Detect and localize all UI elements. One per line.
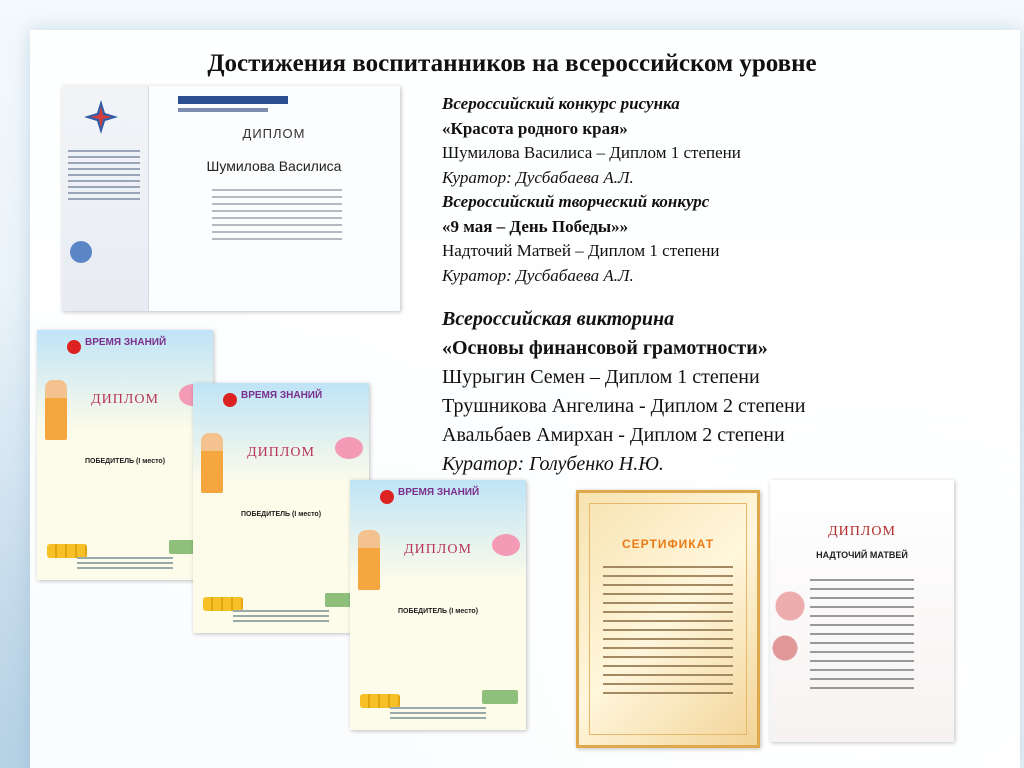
diploma-text-lines — [212, 184, 342, 245]
contest-2-curator: Куратор: Дусбабаева А.Л. — [442, 265, 634, 285]
quiz-name: «Основы финансовой грамотности» — [442, 337, 768, 359]
diploma-image-quiz-1: ВРЕМЯ ЗНАНИЙ ДИПЛОМ ПОБЕДИТЕЛЬ (I место) — [37, 330, 213, 580]
diploma-recipient: НАДТОЧИЙ МАТВЕЙ — [816, 550, 908, 560]
footer-text-lines — [390, 704, 486, 722]
apple-icon — [67, 340, 81, 354]
school-logo-subbar — [178, 108, 268, 112]
brand-logo-text: ВРЕМЯ ЗНАНИЙ — [241, 390, 323, 401]
coins-illustration — [47, 544, 87, 558]
contest-1-result: Шумилова Василиса – Диплом 1 степени — [442, 143, 741, 162]
apple-icon — [223, 393, 237, 407]
contest-2-name: «9 мая – День Победы»» — [442, 216, 629, 236]
footer-text-lines — [233, 607, 329, 625]
diploma-heading: ДИПЛОМ — [247, 445, 315, 460]
contest-2-result: Надточий Матвей – Диплом 1 степени — [442, 241, 720, 260]
diploma-text-lines — [810, 572, 914, 696]
quiz-result: Трушникова Ангелина - Диплом 2 степени — [442, 395, 806, 417]
certificate-text-lines — [603, 559, 733, 701]
quiz-type: Всероссийская викторина — [442, 308, 675, 330]
contest-2-type: Всероссийский творческий конкурс — [442, 192, 710, 211]
winner-label: ПОБЕДИТЕЛЬ (I место) — [84, 458, 166, 465]
slide-title: Достижения воспитанников на всероссийско… — [207, 50, 817, 77]
diploma-heading: ДИПЛОМ — [828, 524, 896, 539]
diploma-image-quiz-3: ВРЕМЯ ЗНАНИЙ ДИПЛОМ ПОБЕДИТЕЛЬ (I место) — [350, 480, 526, 730]
piggy-bank-icon — [492, 534, 520, 556]
diploma-image-quiz-2: ВРЕМЯ ЗНАНИЙ ДИПЛОМ ПОБЕДИТЕЛЬ (I место) — [193, 383, 369, 633]
brand-logo-text: ВРЕМЯ ЗНАНИЙ — [85, 337, 167, 348]
piggy-bank-icon — [335, 437, 363, 459]
school-logo-bar — [178, 96, 288, 104]
certificate-border — [589, 503, 747, 735]
cash-illustration — [482, 690, 518, 704]
diploma-image-victory-day: ДИПЛОМ НАДТОЧИЙ МАТВЕЙ — [770, 480, 954, 742]
contest-1-type: Всероссийский конкурс рисунка — [442, 94, 680, 113]
girl-illustration — [201, 433, 223, 493]
certificate-heading: СЕРТИФИКАТ — [621, 537, 715, 551]
diploma-image-drawing-contest: ДИПЛОМ Шумилова Василиса — [62, 86, 400, 311]
sidebar-text-lines — [68, 146, 140, 204]
globe-icon — [70, 241, 92, 263]
coins-illustration — [360, 694, 400, 708]
winner-label: ПОБЕДИТЕЛЬ (I место) — [397, 608, 479, 615]
quiz-curator: Куратор: Голубенко Н.Ю. — [442, 453, 664, 475]
winner-label: ПОБЕДИТЕЛЬ (I место) — [240, 511, 322, 518]
diploma-heading: ДИПЛОМ — [242, 126, 306, 141]
contest-1-curator: Куратор: Дусбабаева А.Л. — [442, 167, 634, 187]
quiz-result: Шурыгин Семен – Диплом 1 степени — [442, 366, 760, 388]
coins-illustration — [203, 597, 243, 611]
diploma-heading: ДИПЛОМ — [91, 392, 159, 407]
diploma-heading: ДИПЛОМ — [404, 542, 472, 557]
quiz-result: Авальбаев Амирхан - Диплом 2 степени — [442, 424, 785, 446]
girl-illustration — [358, 530, 380, 590]
brand-logo-text: ВРЕМЯ ЗНАНИЙ — [398, 487, 480, 498]
footer-text-lines — [77, 554, 173, 572]
certificate-image: СЕРТИФИКАТ — [576, 490, 760, 748]
diploma-sidebar — [62, 86, 149, 311]
girl-illustration — [45, 380, 67, 440]
contest-1-name: «Красота родного края» — [442, 118, 628, 138]
star-logo-icon — [84, 100, 118, 134]
quiz-text-block: Всероссийская викторина «Основы финансов… — [442, 305, 805, 479]
apple-icon — [380, 490, 394, 504]
diploma-recipient: Шумилова Василиса — [206, 158, 342, 174]
contests-text-block: Всероссийский конкурс рисунка «Красота р… — [442, 92, 741, 288]
